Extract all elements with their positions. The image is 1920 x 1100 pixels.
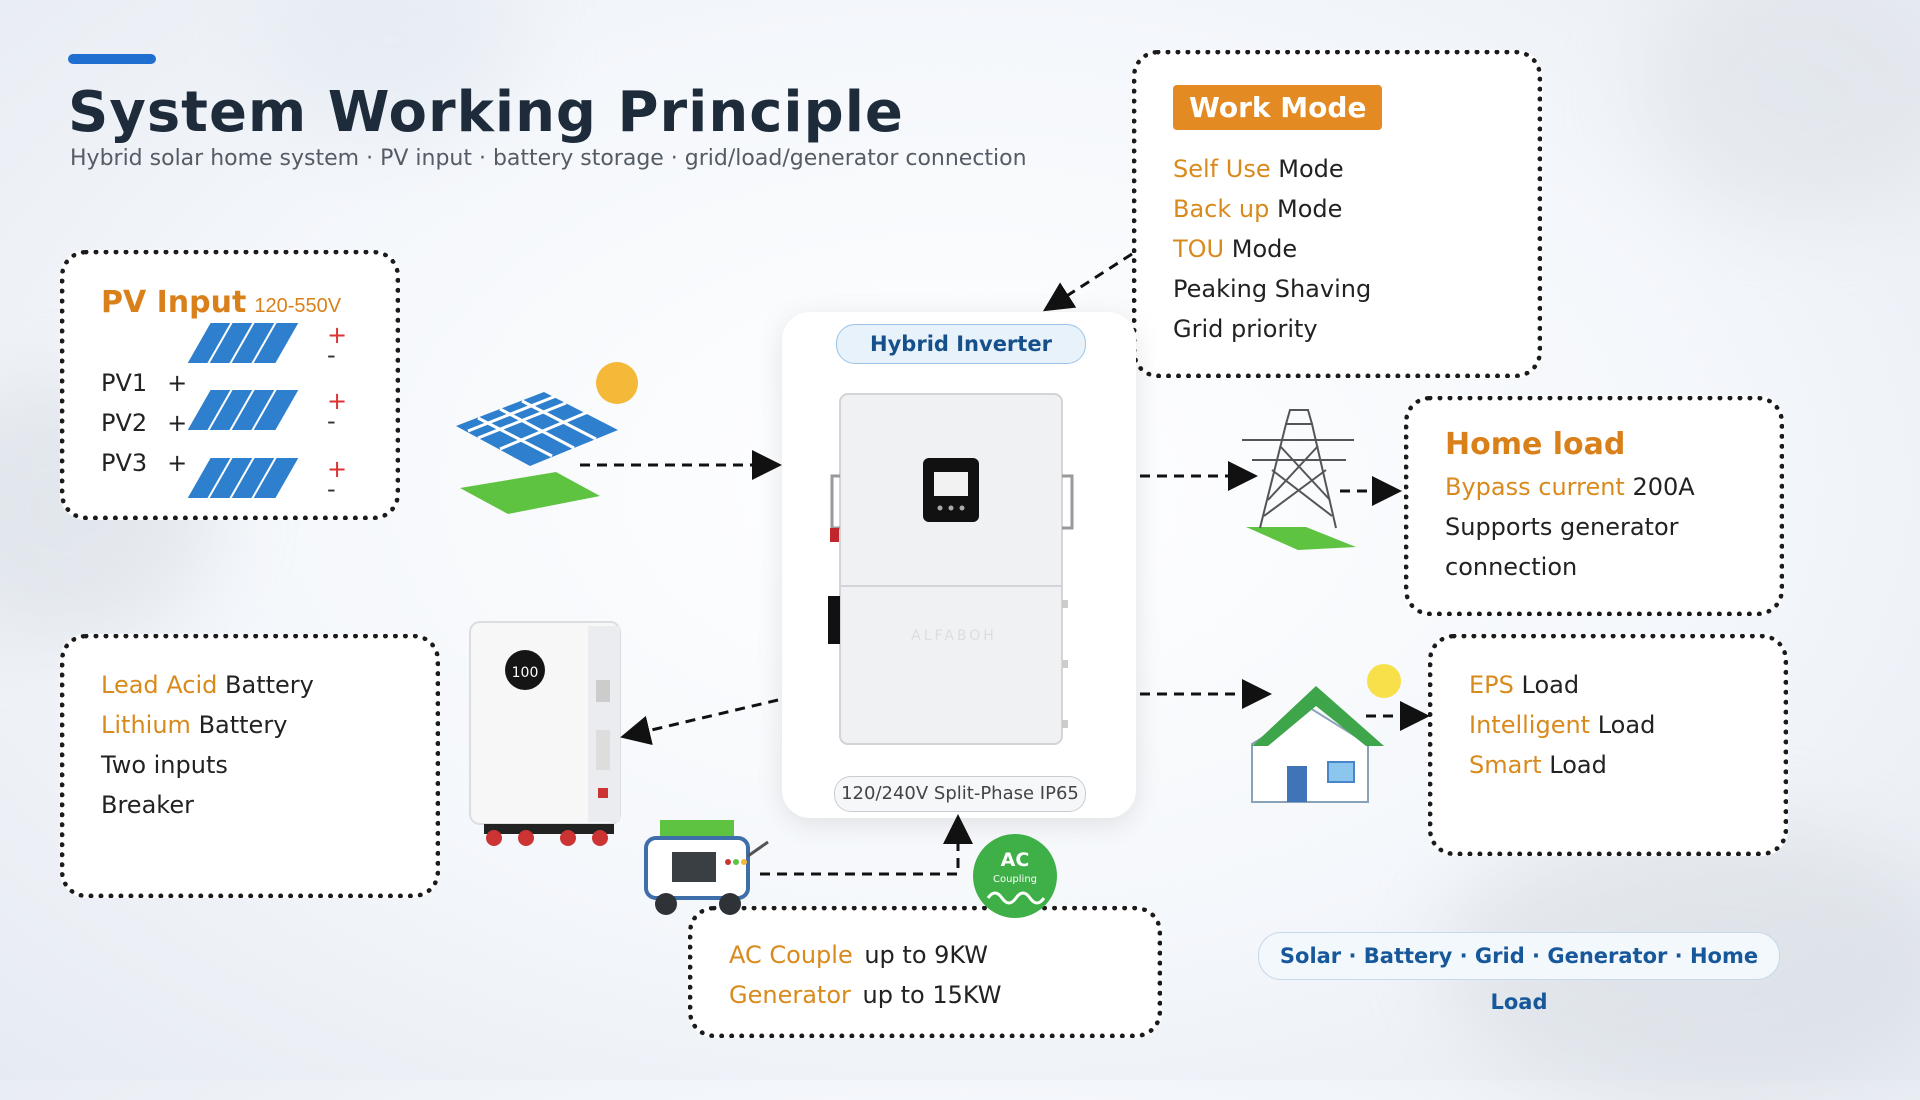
battery-icon: [469, 621, 621, 846]
list-item: Generator up to 15KW: [729, 981, 1002, 1009]
list-item: Bypass current 200A: [1445, 473, 1695, 501]
list-item: Breaker: [101, 791, 194, 819]
ac-couple-list: AC Couple up to 9KW Generator up to 15KW: [729, 935, 1001, 1015]
pv-row: PV3+: [101, 449, 188, 477]
ac-coupling-icon: [973, 834, 1057, 918]
arrow-icon: [580, 252, 1430, 876]
inverter-icon: [828, 393, 1074, 745]
list-item: AC Couple up to 9KW: [729, 941, 989, 969]
home-load-box: Home load Bypass current 200A Supports g…: [1404, 396, 1784, 616]
inverter-brand: ALFABOH: [911, 628, 997, 644]
ac-couple-box: AC Couple up to 9KW Generator up to 15KW: [688, 906, 1162, 1038]
pv-row: PV1+: [101, 369, 188, 397]
list-item: Peaking Shaving: [1173, 275, 1372, 303]
battery-display-value: 100: [512, 665, 539, 681]
list-item: Two inputs: [101, 751, 228, 779]
list-item: Smart Load: [1469, 751, 1607, 779]
list-item: Lithium Battery: [101, 711, 288, 739]
list-item: Supports generator: [1445, 513, 1679, 541]
pv-input-heading: PV Input 120-550V: [101, 285, 341, 320]
eps-load-list: EPS Load Intelligent Load Smart Load: [1469, 665, 1655, 785]
list-item: Grid priority: [1173, 315, 1318, 343]
transmission-tower-icon: [1242, 409, 1356, 550]
pv-input-title: PV Input: [101, 285, 247, 320]
page-title: System Working Principle: [68, 80, 904, 145]
home-load-title: Home load: [1445, 427, 1626, 462]
battery-list: Lead Acid Battery Lithium Battery Two in…: [101, 665, 314, 825]
list-item: EPS Load: [1469, 671, 1580, 699]
list-item: Self Use Mode: [1173, 155, 1344, 183]
inverter-title-chip: Hybrid Inverter: [836, 324, 1086, 364]
pv-row: PV2+: [101, 409, 188, 437]
list-item: Back up Mode: [1173, 195, 1343, 223]
pv-terminal-signs: +-: [327, 387, 348, 435]
solar-panel-icon: [456, 392, 618, 514]
list-item: Intelligent Load: [1469, 711, 1656, 739]
inverter-spec-chip: 120/240V Split-Phase IP65: [834, 776, 1086, 812]
system-components-chip: Solar · Battery · Grid · Generator · Hom…: [1258, 932, 1780, 1014]
work-mode-list: Self Use Mode Back up Mode TOU Mode Peak…: [1173, 149, 1371, 349]
page-subtitle: Hybrid solar home system · PV input · ba…: [70, 146, 1027, 171]
pv-terminal-signs: +-: [327, 321, 348, 369]
solar-panel-icon: [184, 321, 302, 500]
list-item: connection: [1445, 553, 1578, 581]
eps-load-box: EPS Load Intelligent Load Smart Load: [1428, 634, 1788, 856]
home-load-list: Bypass current 200A Supports generator c…: [1445, 467, 1695, 587]
sun-icon: [1367, 664, 1401, 698]
sun-icon: [596, 362, 638, 404]
work-mode-box: Work Mode Self Use Mode Back up Mode TOU…: [1132, 50, 1542, 378]
pv-input-voltage: 120-550V: [254, 295, 342, 317]
work-mode-title: Work Mode: [1173, 85, 1383, 130]
ac-badge-sublabel: Coupling: [993, 874, 1037, 885]
list-item: Lead Acid Battery: [101, 671, 314, 699]
ac-badge-label: AC: [1001, 849, 1030, 871]
title-accent-bar: [68, 54, 156, 64]
house-icon: [1251, 686, 1384, 803]
generator-icon: [644, 820, 769, 915]
list-item: TOU Mode: [1173, 235, 1298, 263]
pv-terminal-signs: +-: [327, 455, 348, 503]
battery-box: Lead Acid Battery Lithium Battery Two in…: [60, 634, 440, 898]
